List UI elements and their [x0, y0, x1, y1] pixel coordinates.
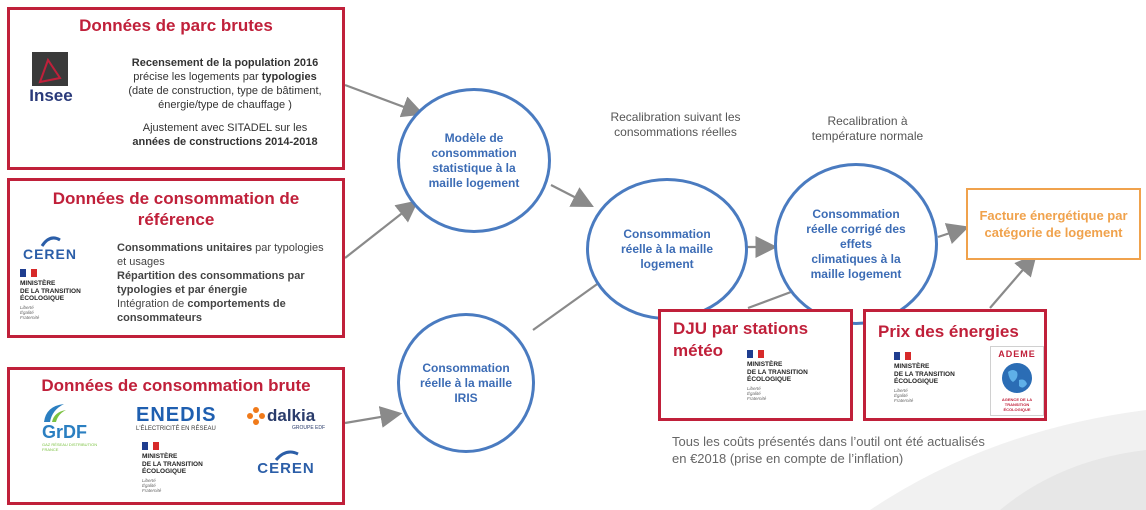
box-parc-text: Recensement de la population 2016 précis… — [110, 56, 340, 149]
note-line1: Tous les coûts présentés dans l’outil on… — [672, 434, 985, 449]
box-donnees-reference: Données de consommation de référence CER… — [7, 178, 345, 338]
globe-icon — [1002, 363, 1032, 393]
box-donnees-parc: Données de parc brutes Insee Recensement… — [7, 7, 345, 170]
ceren-logo-brute-text: CEREN — [257, 460, 315, 477]
node-consommation-iris: Consommation réelle à la maille IRIS — [397, 313, 535, 453]
node-consommation-reelle: Consommation réelle à la maille logement — [586, 178, 748, 320]
box-brute-title: Données de consommation brute — [41, 376, 311, 395]
node-modele-label: Modèle de consommation statistique à la … — [428, 130, 520, 190]
node-reelle-label: Consommation réelle à la maille logement — [620, 226, 714, 271]
note-couts: Tous les coûts présentés dans l’outil on… — [672, 433, 985, 467]
dju-title-line1: DJU par stations — [673, 319, 809, 338]
arrow-reference-to-modele — [344, 200, 419, 259]
ademe-logo-subtitle: AGENCE DE LA TRANSITION ÉCOLOGIQUE — [1001, 397, 1033, 412]
grdf-logo-subtitle: GAZ RÉSEAU DISTRIBUTION FRANCE — [42, 442, 98, 452]
dalkia-logo-subtitle: GROUPE EDF — [292, 425, 326, 431]
parc-line-recensement: Recensement de la population 2016 — [131, 57, 319, 69]
node-iris-label: Consommation réelle à la maille IRIS — [419, 360, 513, 405]
parc-line-typologies: précise les logements par typologies — [133, 71, 317, 83]
grdf-logo: GrDF GAZ RÉSEAU DISTRIBUTION FRANCE — [38, 402, 108, 452]
prix-title: Prix des énergies — [878, 322, 1019, 341]
ceren-logo-brute: CEREN — [246, 448, 326, 480]
insee-logo: Insee — [22, 50, 80, 108]
label-recalibration-temperature: Recalibration à température normale — [811, 114, 924, 143]
reference-line-typologies: typologies et par énergie — [117, 284, 248, 296]
enedis-logo: ENEDIS L'ÉLECTRICITÉ EN RÉSEAU — [136, 404, 236, 434]
dju-title-line2: météo — [673, 341, 724, 360]
facture-label: Facture énergétique par catégorie de log… — [979, 208, 1128, 240]
box-reference-title-line1: Données de consommation de — [52, 189, 300, 208]
enedis-logo-subtitle: L'ÉLECTRICITÉ EN RÉSEAU — [136, 426, 216, 432]
insee-logo-text: Insee — [29, 86, 73, 105]
ademe-logo: ADEME AGENCE DE LA TRANSITION ÉCOLOGIQUE — [990, 346, 1044, 416]
dalkia-logo-text: dalkia — [267, 406, 316, 425]
box-reference-title-line2: référence — [137, 210, 215, 229]
parc-line-construction: (date de construction, type de bâtiment, — [128, 85, 322, 97]
reference-line-repartition: Répartition des consommations par — [117, 270, 305, 282]
box-facture-energetique: Facture énergétique par catégorie de log… — [966, 188, 1141, 260]
grdf-logo-text: GrDF — [42, 422, 87, 442]
reference-line-consommateurs: consommateurs — [117, 312, 202, 324]
arrow-modele-to-reelle — [550, 184, 594, 208]
ceren-logo: CEREN — [20, 234, 80, 264]
box-parc-title: Données de parc brutes — [79, 16, 273, 35]
node-modele-statistique: Modèle de consommation statistique à la … — [397, 88, 551, 233]
parc-line-energie: énergie/type de chauffage ) — [158, 99, 292, 111]
arrow-prix-to-facture — [989, 253, 1037, 309]
arrow-parc-to-modele — [344, 83, 425, 118]
reference-line-usages: et usages — [117, 256, 165, 268]
box-donnees-brute: Données de consommation brute GrDF GAZ R… — [7, 367, 345, 505]
reference-line-integration: Intégration de comportements de — [117, 298, 286, 310]
ceren-logo-text: CEREN — [22, 246, 77, 262]
parc-line-annees: années de constructions 2014-2018 — [132, 136, 318, 148]
arrow-corrige-to-facture — [937, 223, 970, 245]
node-corrige-label: Consommation réelle corrigé des effets c… — [806, 206, 906, 281]
reference-line-unitaires: Consommations unitaires par typologies — [117, 242, 324, 254]
box-reference-text: Consommations unitaires par typologies e… — [117, 241, 345, 325]
parc-line-ajustement: Ajustement avec SITADEL sur les — [142, 122, 308, 134]
label-recalibration-reelles: Recalibration suivant les consommations … — [610, 110, 741, 139]
ademe-logo-text: ADEME — [998, 349, 1036, 359]
dalkia-logo: dalkia GROUPE EDF — [246, 404, 336, 434]
enedis-logo-text: ENEDIS — [136, 404, 217, 426]
note-line2: en €2018 (prise en compte de l’inflation… — [672, 451, 904, 466]
node-consommation-corrige: Consommation réelle corrigé des effets c… — [774, 163, 938, 325]
arrow-brute-to-iris — [344, 406, 403, 428]
